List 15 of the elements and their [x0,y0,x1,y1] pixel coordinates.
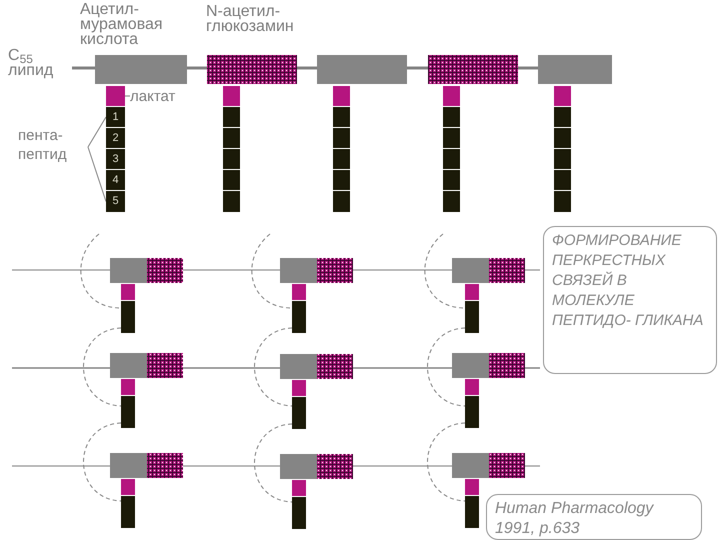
structure-label: C$_{55}$ липид [8,48,54,78]
lactate-block [106,86,125,106]
reference-box: Human Pharmacology 1991, p.633 [486,494,702,540]
amino-acid-block: 1 [106,107,125,127]
leader-line [88,116,106,148]
part-label: лактат [130,87,206,105]
amino-acid-block: 5 [106,191,125,212]
amino-acid-block: 4 [106,170,125,190]
structure-label: N-ацетил- глюкозамин [206,4,295,34]
amino-acid-block: 2 [106,128,125,148]
amino-acid-block: 3 [106,149,125,169]
leader-line [88,146,106,202]
structure-label: Ацетил- мурамовая кислота [80,2,164,47]
note-box: ФОРМИРОВАНИЕ ПЕРКРЕСТНЫХ СВЯЗЕЙ В МОЛЕКУЛЕ ПЕПТИДО- ГЛИКАНА [543,226,717,374]
part-label: пента- пептид [18,126,88,168]
